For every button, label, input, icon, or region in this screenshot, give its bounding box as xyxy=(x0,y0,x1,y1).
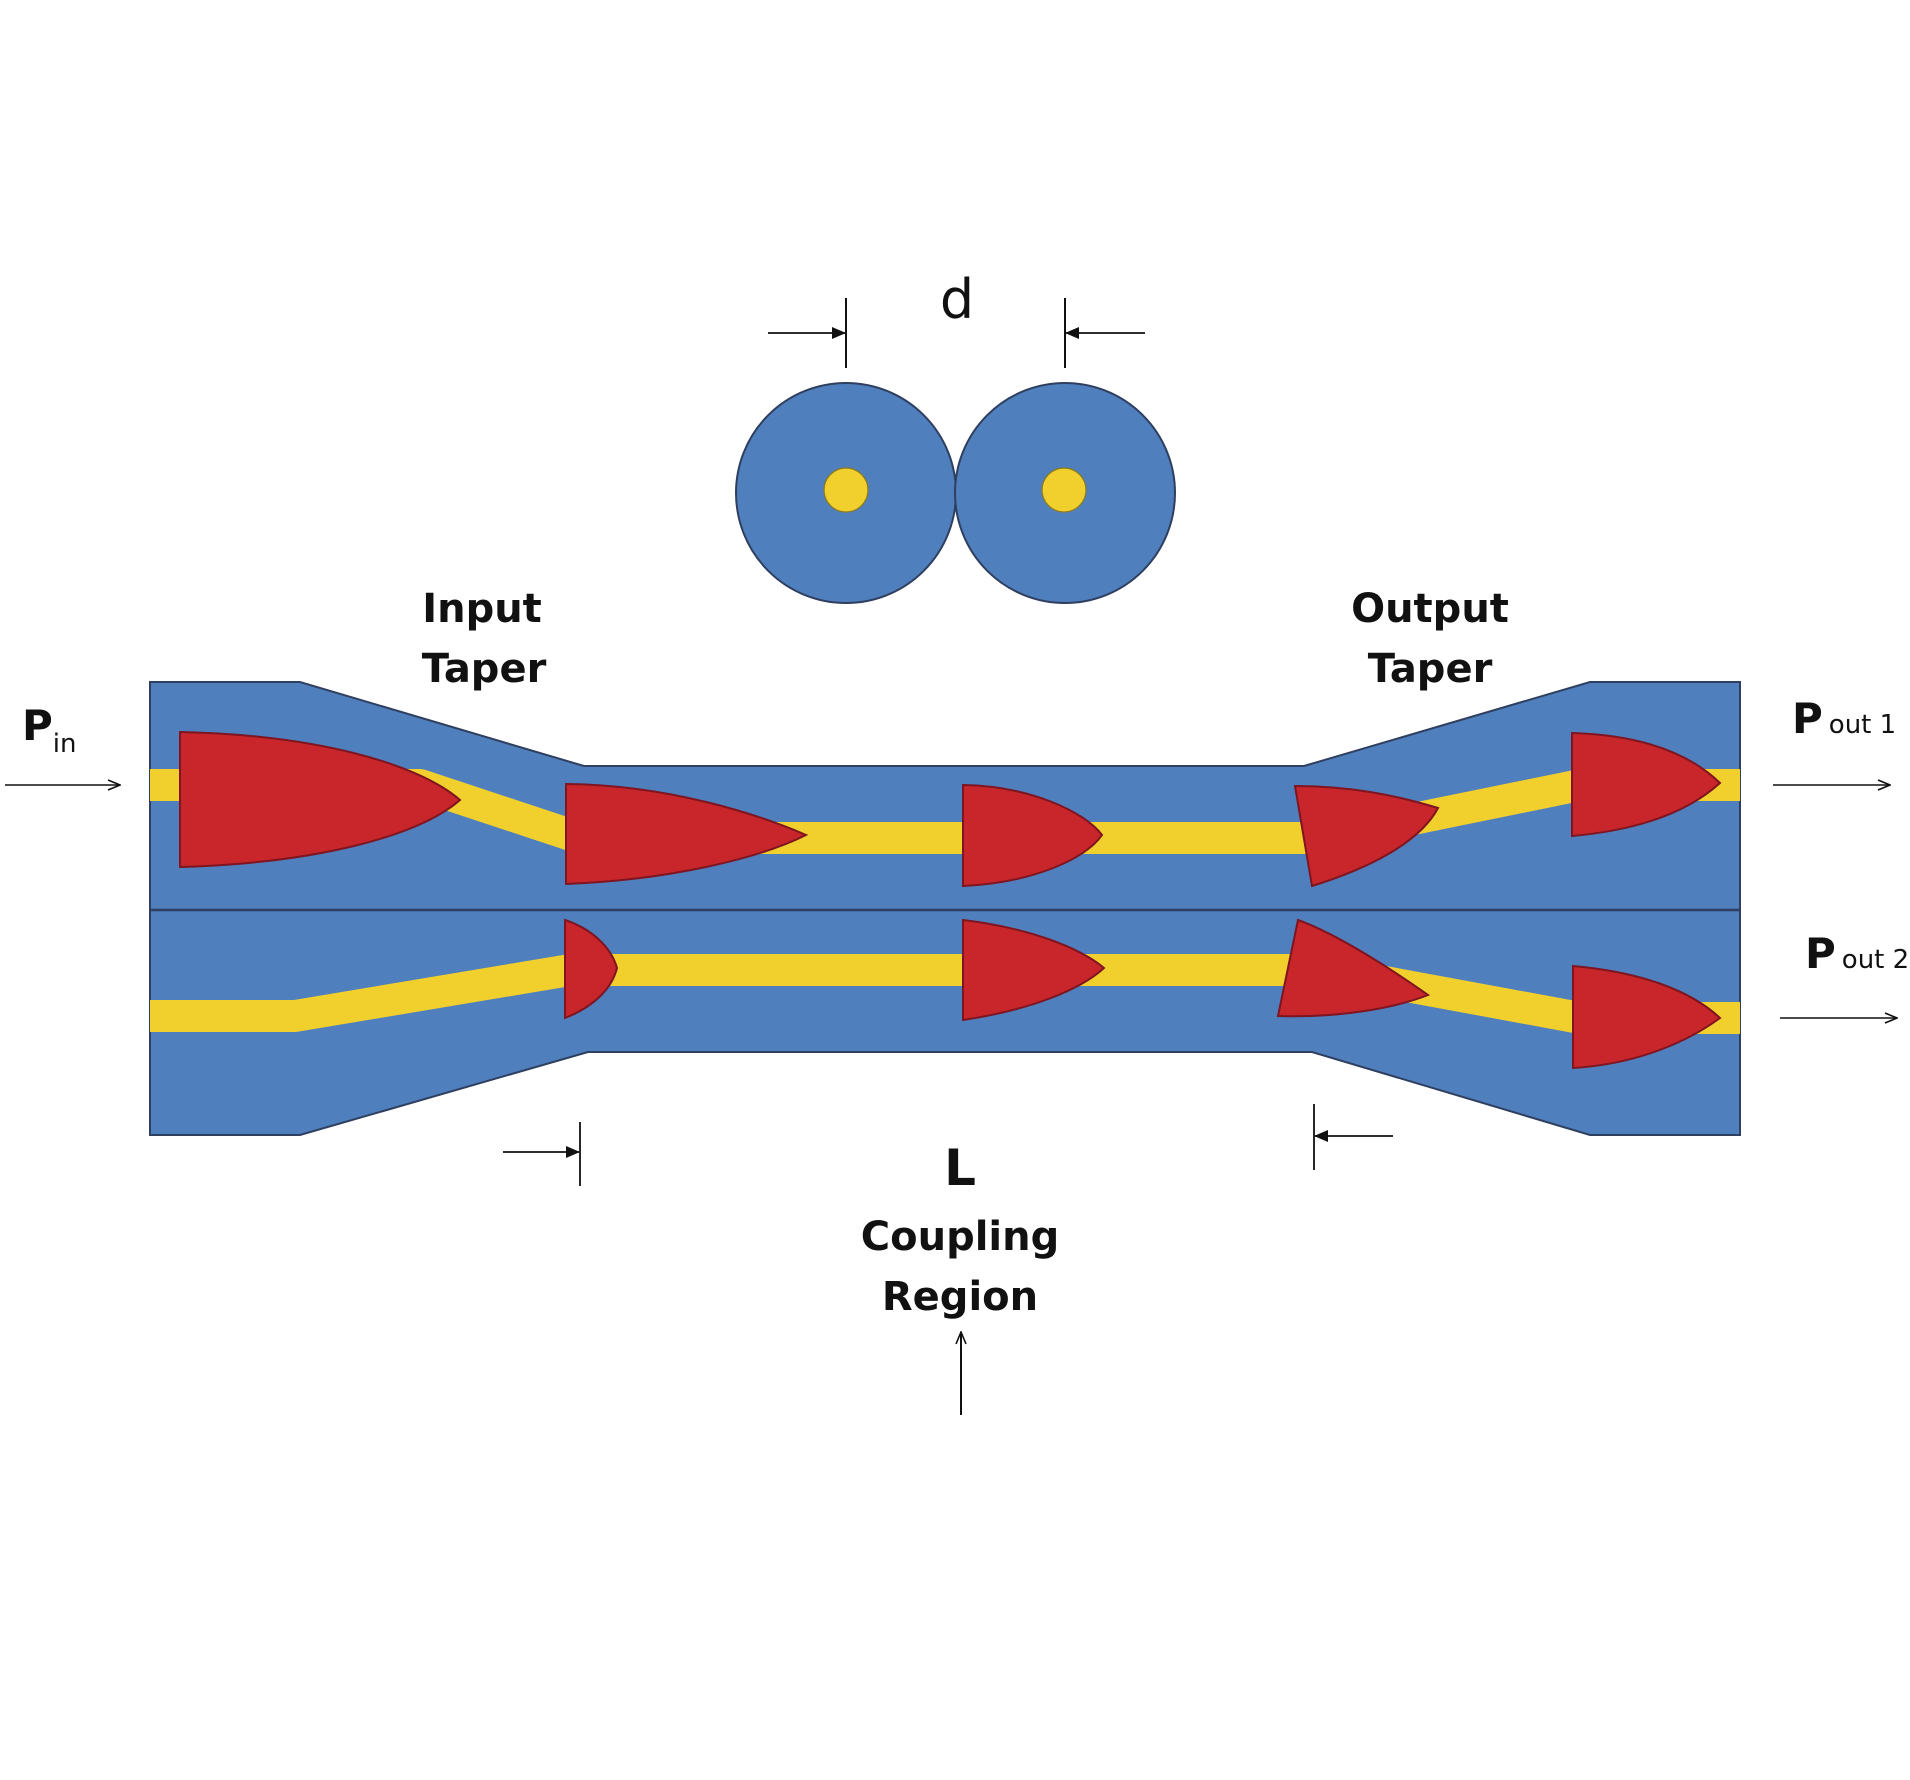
length-dimension: L xyxy=(503,1104,1393,1197)
length-label: L xyxy=(944,1139,976,1197)
coupling-region-line1: Coupling xyxy=(861,1214,1059,1260)
left-fiber-core xyxy=(823,467,869,513)
p-out1-sub: out 1 xyxy=(1829,710,1896,740)
output-taper-line1: Output xyxy=(1351,586,1509,632)
pulse-bottom-3 xyxy=(1276,918,1431,1018)
coupling-region-line2: Region xyxy=(882,1274,1038,1320)
p-in-main: P xyxy=(22,701,53,750)
p-out1-main: P xyxy=(1792,694,1823,743)
pulse-bottom-4 xyxy=(1572,964,1722,1070)
pulse-bottom-1 xyxy=(564,918,619,1020)
input-taper-line1: Input xyxy=(422,586,542,632)
coupler-body xyxy=(149,681,1741,1136)
bottom-cladding xyxy=(149,909,1741,1136)
power-pulses xyxy=(179,730,1722,1070)
input-taper-line2: Taper xyxy=(422,646,547,692)
p-in-label: Pin xyxy=(22,701,77,759)
p-in-sub: in xyxy=(53,729,77,759)
d-label: d xyxy=(940,268,974,331)
pulse-bottom-2 xyxy=(962,918,1106,1022)
output-taper-line2: Taper xyxy=(1368,646,1493,692)
pulse-top-5 xyxy=(1571,731,1722,838)
pulse-top-4 xyxy=(1293,784,1440,888)
pulse-top-2 xyxy=(565,782,809,886)
distance-dimension: d xyxy=(768,268,1145,368)
p-out2-sub: out 2 xyxy=(1842,945,1909,975)
pulse-top-1 xyxy=(179,730,462,869)
pulse-top-3 xyxy=(962,783,1104,888)
p-out2-main: P xyxy=(1805,929,1836,978)
fiber-cross-section xyxy=(735,382,1176,604)
right-fiber-core xyxy=(1041,467,1087,513)
input-output-arrows xyxy=(5,785,1897,1018)
